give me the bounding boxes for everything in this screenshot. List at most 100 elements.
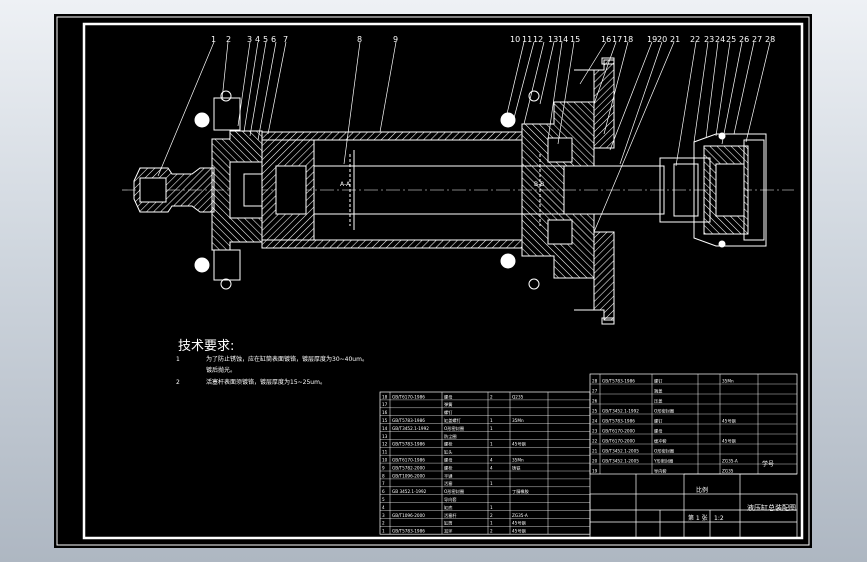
bom-cell-code: GB/T1096-2000 <box>392 513 425 518</box>
bom-cell-qty: 2 <box>490 529 493 534</box>
bom-cell-no: 22 <box>592 438 598 443</box>
bom-cell-no: 23 <box>592 428 598 433</box>
bom-cell-name: 压盖 <box>654 397 662 404</box>
bom-cell-no: 9 <box>382 465 385 470</box>
bom-cell-code: GB/T6170-1986 <box>392 394 425 399</box>
bom-cell-no: 10 <box>382 458 388 463</box>
balloon-27: 27 <box>752 35 762 44</box>
bom-cell-no: 25 <box>592 408 598 413</box>
front-head <box>521 101 595 279</box>
balloon-2: 2 <box>226 35 231 44</box>
bom-cell-mat: 45号钢 <box>722 437 736 444</box>
leader-lines <box>157 41 771 233</box>
bom-cell-mat: ZG35-A <box>722 458 738 463</box>
bom-cell-name: 缸底 <box>444 504 452 511</box>
balloon-18: 18 <box>623 35 633 44</box>
balloon-19: 19 <box>647 35 657 44</box>
bom-cell-name: O形密封圈 <box>444 488 464 495</box>
bom-cell-qty: 1 <box>490 481 493 486</box>
bom-cell-no: 21 <box>592 448 598 453</box>
balloon-28: 28 <box>765 35 775 44</box>
bom-cell-qty: 4 <box>490 458 493 463</box>
bom-cell-code: GB/T3452.1-2005 <box>602 458 639 463</box>
bom-cell-qty: 2 <box>490 394 493 399</box>
bom-cell-qty: 2 <box>490 513 493 518</box>
bom-cell-mat: ZG35 <box>722 468 734 473</box>
tech-req-2-text: 活塞杆表面须镀铬，镀层厚度为15~25um。 <box>206 378 326 386</box>
balloon-22: 22 <box>690 35 700 44</box>
bom-cell-name: 缓冲套 <box>654 437 667 444</box>
cad-viewport[interactable]: A-A B-B 1 2 3 <box>54 14 812 548</box>
bom-cell-qty: 1 <box>490 521 493 526</box>
bom-cell-name: 螺钉 <box>444 409 453 416</box>
bom-cell-code: GB/T3452.1-1992 <box>392 426 429 431</box>
sheet-inner-border <box>82 22 804 540</box>
balloon-23: 23 <box>704 35 714 44</box>
balloon-3: 3 <box>247 35 252 44</box>
bom-cell-mat: Q235 <box>512 394 524 399</box>
school-label: 学号 <box>762 460 774 468</box>
balloon-13: 13 <box>548 35 558 44</box>
bom-cell-qty: 1 <box>490 426 493 431</box>
bom-cell-no: 27 <box>592 388 598 393</box>
bom-cell-name: Y形密封圈 <box>653 457 673 464</box>
bom-cell-code: GB/T5783-1986 <box>602 378 635 383</box>
bom-cell-no: 13 <box>382 434 388 439</box>
bom-cell-name: 耳环 <box>444 529 452 535</box>
cylinder-assembly: A-A B-B <box>133 57 767 325</box>
bom-cell-mat: 丁腈橡胶 <box>512 488 529 495</box>
balloon-4: 4 <box>255 35 260 44</box>
bom-cell-mat: 45号钢 <box>512 441 526 448</box>
bom-cell-mat: 35Mn <box>512 418 524 423</box>
bom-cell-no: 6 <box>382 489 385 494</box>
balloon-20: 20 <box>657 35 667 44</box>
piston-rod <box>313 165 665 215</box>
balloon-24: 24 <box>715 35 725 44</box>
bom-cell-code: GB/T3452.1-1992 <box>602 408 639 413</box>
balloon-17: 17 <box>612 35 622 44</box>
bom-cell-mat: 35Mn <box>722 378 734 383</box>
bom-cell-name: 活塞杆 <box>444 512 457 519</box>
balloon-9: 9 <box>393 35 398 44</box>
bom-cell-name: 螺钉 <box>654 377 663 384</box>
cylinder-tube-top <box>261 131 523 141</box>
bom-cell-code: GB/T6170-2000 <box>602 438 635 443</box>
bom-cell-mat: ZG35-A <box>512 513 528 518</box>
title-block: 比例 液压缸总装配图 第 1 张 1:2 学号 <box>589 460 798 539</box>
bom-cell-code: GB/T1096-2000 <box>392 473 425 478</box>
balloon-8: 8 <box>357 35 362 44</box>
balloon-21: 21 <box>670 35 680 44</box>
technical-requirements: 技术要求: 1 为了防止锈蚀，应在缸筒表面镀铬，镀层厚度为30~40um。 镀后… <box>176 339 368 386</box>
balloon-12: 12 <box>533 35 543 44</box>
bom-cell-no: 3 <box>382 513 385 518</box>
drawing-scale: 1:2 <box>714 515 724 522</box>
bom-cell-no: 1 <box>382 529 385 534</box>
bom-cell-name: 缸筒 <box>444 520 452 527</box>
bom-cell-name: 导向套 <box>444 496 457 503</box>
bom-cell-name: 螺钉 <box>654 417 663 424</box>
bom-cell-code: GB/T5783-1986 <box>602 418 635 423</box>
bom-cell-qty: 1 <box>490 505 493 510</box>
bom-cell-code: GB/T3452.1-2005 <box>602 448 639 453</box>
balloon-labels: 1 2 3 4 5 6 7 8 9 10 11 12 13 14 15 16 1… <box>211 35 775 44</box>
bom-cell-name: 活塞 <box>444 480 453 487</box>
bom-cell-no: 5 <box>382 497 385 502</box>
bom-cell-mat: 35Mn <box>512 458 524 463</box>
bom-cell-name: 防尘圈 <box>444 433 457 440</box>
bom-cell-code: GB/T5783-1986 <box>392 529 425 534</box>
bom-cell-no: 2 <box>382 521 385 526</box>
bom-cell-code: GB/T5782-2000 <box>392 465 425 470</box>
balloon-15: 15 <box>570 35 580 44</box>
bom-cell-no: 12 <box>382 442 388 447</box>
bom-cell-code: GB/T6170-2000 <box>602 428 635 433</box>
balloon-6: 6 <box>271 35 276 44</box>
bom-cell-no: 11 <box>382 450 388 455</box>
bom-cell-code: GB/T5783-1986 <box>392 442 425 447</box>
tech-req-1-text: 为了防止锈蚀，应在缸筒表面镀铬，镀层厚度为30~40um。 <box>206 355 368 363</box>
balloon-14: 14 <box>558 35 568 44</box>
bom-cell-no: 20 <box>592 458 598 463</box>
bom-cell-no: 28 <box>592 378 598 383</box>
bom-cell-name: 螺栓 <box>444 441 453 448</box>
bom-cell-no: 15 <box>382 418 388 423</box>
